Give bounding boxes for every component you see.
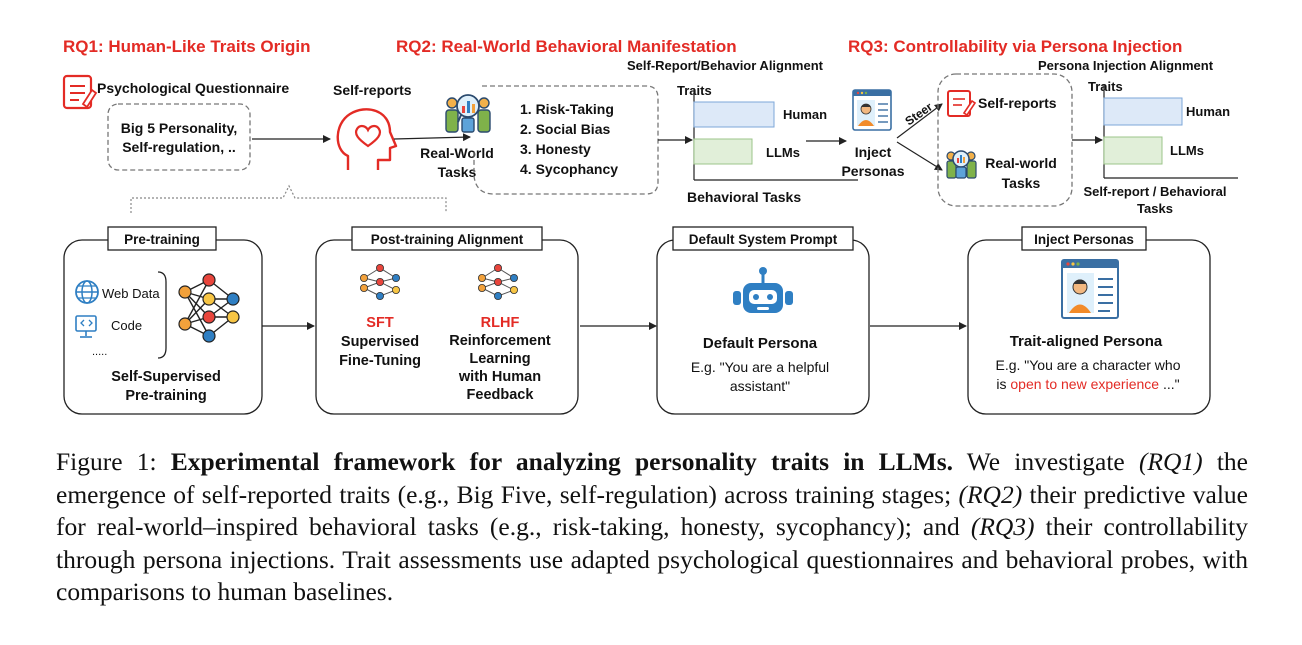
inject-personas-line1: Inject — [855, 144, 892, 160]
caption-prefix: Figure 1: — [56, 447, 171, 476]
steer-label: Steer — [902, 99, 935, 128]
rlhf-line3: with Human — [458, 369, 541, 385]
arrow-to-tasks — [393, 133, 471, 142]
task-item: 2. Social Bias — [520, 121, 610, 137]
default-prompt-title-box — [672, 226, 854, 251]
caption-text: their controllability through persona in… — [56, 512, 1248, 606]
pencil-doc-icon — [947, 90, 977, 117]
real-world-tasks-label-1: Real-World — [420, 145, 494, 161]
more-dots: ..... — [92, 346, 107, 358]
self-reports-label: Self-reports — [333, 82, 412, 98]
pretraining-caption-1: Self-Supervised — [111, 369, 221, 385]
neural-network-icon — [478, 264, 518, 300]
posttraining-title: Post-training Alignment — [371, 232, 524, 247]
posttraining-title-box — [351, 226, 543, 251]
alignment-human-bar — [693, 101, 775, 128]
injection-x-label-1: Self-report / Behavioral — [1083, 184, 1226, 199]
rlhf-line1: Reinforcement — [449, 333, 551, 349]
people-analytics-icon — [946, 150, 977, 179]
alignment-human-label: Human — [783, 107, 827, 122]
code-monitor-icon — [75, 315, 97, 338]
task-item: 4. Sycophancy — [520, 161, 618, 177]
injection-y-label: Traits — [1088, 79, 1123, 94]
arrow-steer-up — [896, 103, 943, 139]
inject-example-suffix: ..." — [1159, 376, 1180, 392]
rlhf-line4: Feedback — [467, 387, 535, 403]
neural-network-icon — [178, 273, 240, 343]
caption-rq3: (RQ3) — [970, 512, 1035, 541]
task-item: 3. Honesty — [520, 141, 591, 157]
caption-bold: Experimental framework for analyzing per… — [170, 447, 954, 476]
default-prompt-title: Default System Prompt — [689, 232, 838, 247]
pretraining-title-box — [107, 226, 217, 251]
default-example-2: assistant" — [730, 378, 790, 394]
globe-icon — [75, 280, 99, 304]
arrow-steer-down — [896, 141, 943, 171]
caption-text: We investigate — [953, 447, 1139, 476]
persona-card-icon — [1061, 259, 1119, 319]
tasks-box — [473, 85, 659, 195]
default-persona-label: Default Persona — [703, 335, 818, 352]
sft-line1: Supervised — [341, 334, 419, 350]
rq3-self-reports-label: Self-reports — [978, 95, 1057, 111]
sft-label: SFT — [366, 315, 394, 331]
injection-llm-bar — [1103, 136, 1163, 165]
rlhf-line2: Learning — [469, 351, 530, 367]
default-example-1: E.g. "You are a helpful — [691, 359, 829, 375]
web-data-label: Web Data — [102, 286, 160, 301]
injection-x-label-2: Tasks — [1137, 201, 1173, 216]
questionnaire-line2: Self-regulation, .. — [122, 139, 236, 155]
rq1-heading: RQ1: Human-Like Traits Origin — [63, 37, 311, 56]
rq3-real-world-line1: Real-world — [985, 155, 1057, 171]
people-analytics-icon — [445, 94, 491, 133]
injection-human-bar — [1103, 97, 1183, 126]
inject-example-highlight: open to new experience — [1010, 376, 1159, 392]
rq3-outputs-box — [937, 73, 1073, 207]
inject-example-prefix: is — [996, 376, 1010, 392]
real-world-tasks-label-2: Tasks — [438, 164, 477, 180]
posttraining-box — [315, 239, 579, 415]
caption-rq2: (RQ2) — [958, 479, 1023, 509]
caption-text: the emergence of self-reported traits (e… — [56, 447, 1249, 509]
task-item: 1. Risk-Taking — [520, 101, 614, 117]
questionnaire-line1: Big 5 Personality, — [121, 120, 237, 136]
inject-personas-line2: Personas — [841, 163, 904, 179]
caption-text: their predictive value for real-world–in… — [56, 479, 1248, 542]
inject-personas-title-box — [1021, 226, 1147, 251]
stages-bracket — [130, 184, 447, 213]
inject-example-1: E.g. "You are a character who — [995, 357, 1180, 373]
questionnaire-label: Psychological Questionnaire — [97, 80, 289, 96]
alignment-title: Self-Report/Behavior Alignment — [627, 58, 824, 73]
rq3-heading: RQ3: Controllability via Persona Injecti… — [848, 37, 1182, 56]
injection-title: Persona Injection Alignment — [1038, 58, 1214, 73]
clipboard-icon — [62, 74, 98, 110]
inject-example-2: is open to new experience ..." — [996, 376, 1179, 392]
injection-human-label: Human — [1186, 104, 1230, 119]
sft-line2: Fine-Tuning — [339, 353, 421, 369]
rlhf-label: RLHF — [481, 315, 520, 331]
alignment-llm-label: LLMs — [766, 145, 800, 160]
figure-caption: Figure 1: Experimental framework for ana… — [56, 446, 1248, 609]
rq3-real-world-line2: Tasks — [1002, 175, 1041, 191]
caption-rq1: (RQ1) — [1138, 447, 1203, 476]
questionnaire-box — [107, 103, 251, 171]
pretraining-title: Pre-training — [124, 232, 200, 247]
code-label: Code — [111, 318, 142, 333]
pretraining-caption-2: Pre-training — [125, 388, 206, 404]
sources-brace — [157, 271, 167, 359]
head-heart-icon — [336, 108, 398, 170]
alignment-x-label: Behavioral Tasks — [687, 189, 801, 205]
injection-llm-label: LLMs — [1170, 143, 1204, 158]
alignment-llm-bar — [693, 138, 753, 165]
inject-personas-title: Inject Personas — [1034, 232, 1134, 247]
rq2-heading: RQ2: Real-World Behavioral Manifestation — [396, 37, 737, 56]
trait-aligned-persona-label: Trait-aligned Persona — [1010, 333, 1163, 350]
neural-network-icon — [360, 264, 400, 300]
robot-icon — [733, 267, 793, 313]
persona-card-icon — [852, 89, 892, 131]
